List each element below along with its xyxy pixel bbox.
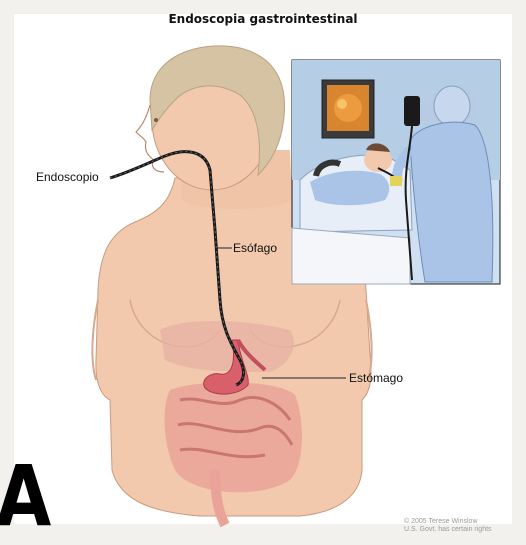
illustration bbox=[0, 0, 526, 533]
inset-scene bbox=[292, 60, 500, 284]
copyright-credit: © 2005 Terese Winslow U.S. Govt. has cer… bbox=[404, 518, 492, 534]
monitor bbox=[322, 80, 374, 138]
figure-title: Endoscopia gastrointestinal bbox=[0, 12, 526, 26]
head bbox=[136, 46, 292, 209]
credit-line-1: © 2005 Terese Winslow bbox=[404, 518, 492, 526]
esophagus-label: Esófago bbox=[233, 241, 277, 255]
liver bbox=[160, 321, 294, 372]
stomach-label: Estómago bbox=[349, 371, 403, 385]
panel-letter: A bbox=[0, 454, 51, 538]
endoscope-label: Endoscopio bbox=[36, 170, 99, 184]
